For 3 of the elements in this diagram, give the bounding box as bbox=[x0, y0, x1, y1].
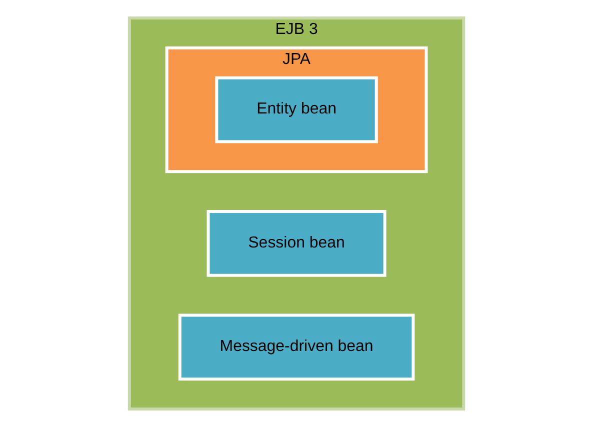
node-box: Entity bean bbox=[215, 76, 378, 144]
node-box: Session bean bbox=[206, 210, 386, 277]
node-box: Message-driven bean bbox=[178, 314, 415, 381]
